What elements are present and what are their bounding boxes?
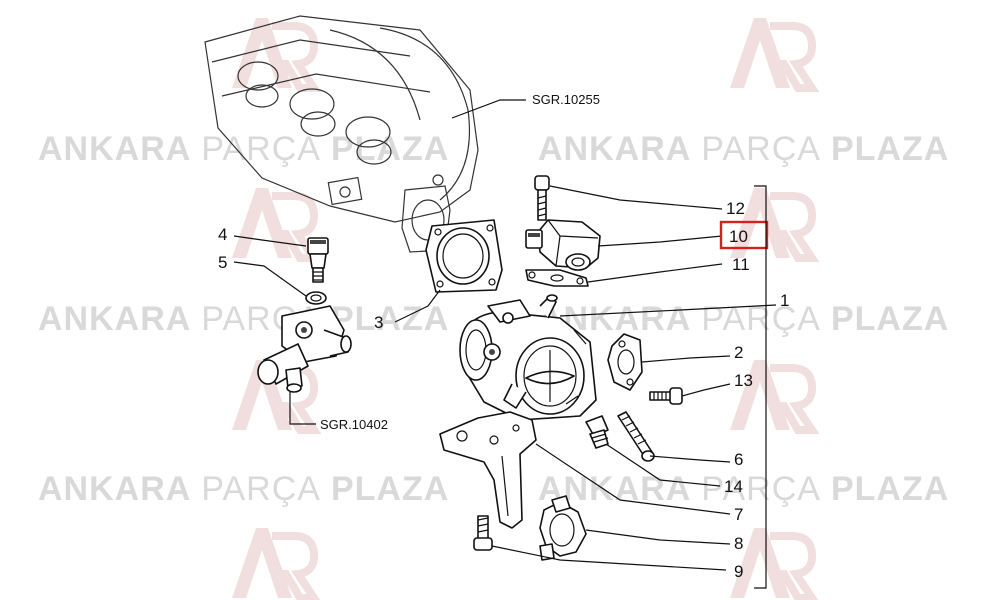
part-6-stud-bolt: 6 [617, 411, 743, 469]
part-5-washer: 5 [218, 253, 327, 305]
part-8-clamp: 8 [539, 495, 743, 561]
callout-7: 7 [734, 505, 743, 524]
coolant-housing-drawing: SGR.10402 [257, 305, 388, 432]
part-10-idle-actuator: 10 [525, 219, 769, 271]
highlight-box-10 [719, 220, 769, 250]
part-1-throttle-body: 1 [459, 291, 789, 421]
part-14-fitting: 14 [585, 415, 743, 496]
callout-1: 1 [780, 291, 789, 310]
callout-3: 3 [374, 313, 383, 332]
callout-8: 8 [734, 534, 743, 553]
part-4-temperature-sensor: 4 [218, 225, 329, 283]
callout-5: 5 [218, 253, 227, 272]
part-13-screw: 13 [649, 371, 753, 405]
part-2-throttle-position-sensor: 2 [607, 333, 743, 391]
callout-2: 2 [734, 343, 743, 362]
callout-14: 14 [724, 477, 743, 496]
callout-9: 9 [734, 562, 743, 581]
callout-13: 13 [734, 371, 753, 390]
part-11-actuator-gasket: 11 [525, 255, 750, 287]
callout-12: 12 [726, 199, 745, 218]
callout-11: 11 [732, 255, 750, 274]
reference-manifold: SGR.10255 [532, 92, 600, 107]
part-9-bolt: 9 [473, 515, 743, 581]
part-7-bracket: 7 [439, 411, 743, 529]
assembly-bracket [754, 185, 767, 589]
part-12-screw: 12 [534, 175, 745, 221]
callout-6: 6 [734, 450, 743, 469]
part-3-gasket: 3 [374, 219, 503, 332]
reference-coolant-housing: SGR.10402 [320, 417, 388, 432]
callout-4: 4 [218, 225, 227, 244]
callout-10: 10 [729, 227, 748, 246]
watermark-logo [232, 18, 820, 600]
